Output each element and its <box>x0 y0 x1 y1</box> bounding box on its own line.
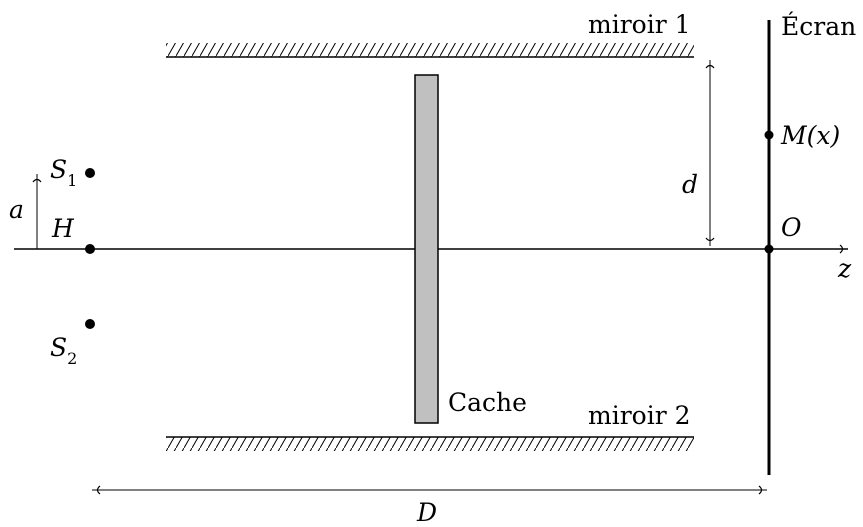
source-1-label: S1 <box>50 155 77 190</box>
mirror-2 <box>166 436 694 451</box>
point-m <box>764 130 774 140</box>
origin-point <box>764 244 774 254</box>
point-h <box>85 244 95 254</box>
mask-plate <box>414 74 439 424</box>
screen-label: Écran <box>781 12 856 41</box>
point-h-label: H <box>51 214 75 243</box>
source-2-point <box>85 319 95 329</box>
mirror-1-hatching <box>166 43 694 57</box>
dimension-a-label: a <box>9 195 24 224</box>
dimension-D-label: D <box>416 498 437 527</box>
point-m-label: M(x) <box>780 121 840 150</box>
source-2-label: S2 <box>50 333 77 368</box>
origin-label: O <box>781 213 802 242</box>
mirror-2-hatching <box>166 437 694 451</box>
source-1-main: S <box>50 155 67 184</box>
source-1-point <box>85 168 95 178</box>
source-2-main: S <box>50 333 67 362</box>
mask-label: Cache <box>448 388 527 417</box>
mirror-2-label: miroir 2 <box>588 401 691 430</box>
mirror-1-label: miroir 1 <box>588 10 691 39</box>
dimension-d-label: d <box>682 170 698 199</box>
source-1-sub: 1 <box>67 171 77 190</box>
mirror-1 <box>166 43 694 58</box>
source-2-sub: 2 <box>67 349 77 368</box>
z-axis-label: z <box>837 254 852 283</box>
